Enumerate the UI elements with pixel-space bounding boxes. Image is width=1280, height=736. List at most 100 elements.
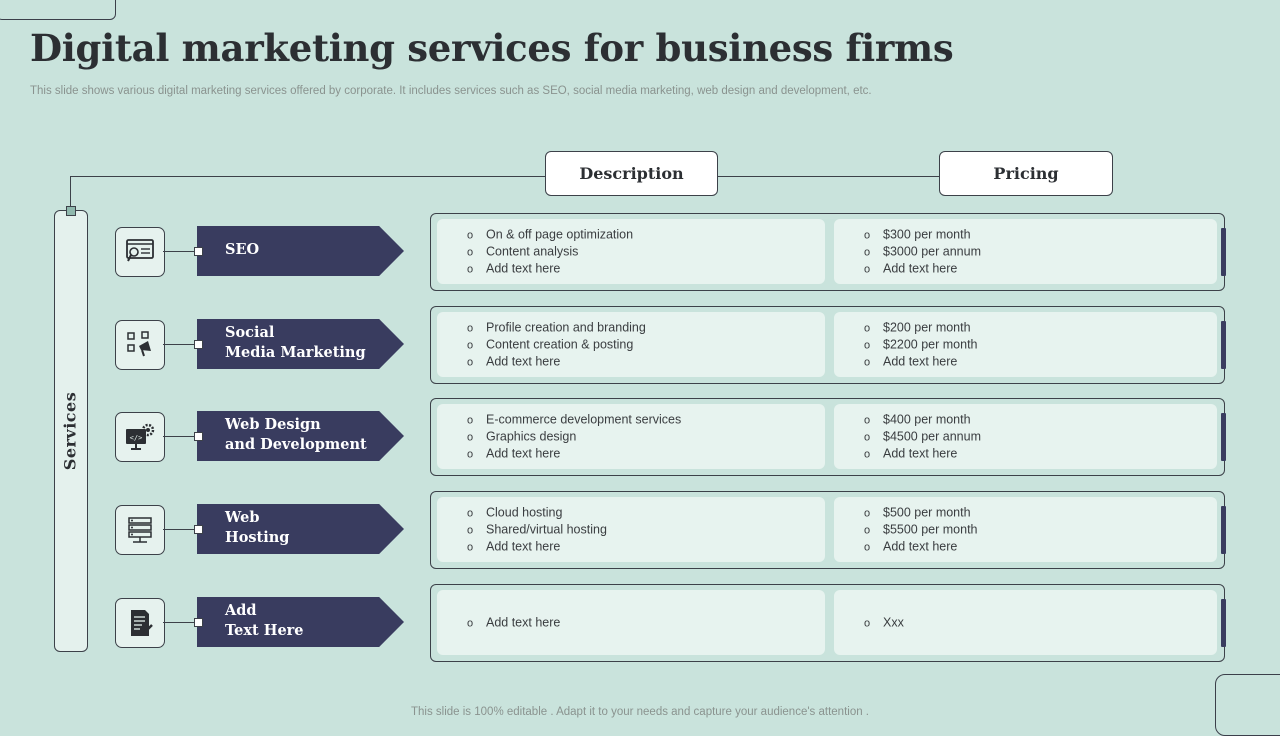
service-arrow-tag: [197, 319, 404, 369]
bullet-text: Cloud hosting: [486, 505, 563, 519]
corner-decoration: [1215, 674, 1280, 736]
bullet-text: Xxx: [883, 615, 904, 629]
row-connector: [163, 529, 199, 530]
bullet-item: o Graphics design: [467, 428, 681, 445]
bullet-marker: o: [864, 414, 871, 426]
header-connector-drop: [70, 176, 71, 208]
bullet-item: o $2200 per month: [864, 336, 978, 353]
bullet-item: o $4500 per annum: [864, 428, 981, 445]
bullet-text: $500 per month: [883, 505, 971, 519]
connector-node: [194, 247, 203, 256]
document-edit-icon: [115, 598, 165, 648]
bullet-marker: o: [467, 322, 474, 334]
bullet-item: o$500 per month: [864, 504, 978, 521]
bullet-text: $300 per month: [883, 227, 971, 241]
bullet-text: Add text here: [883, 354, 958, 368]
bullet-text: $5500 per month: [883, 522, 978, 536]
footer-note: This slide is 100% editable . Adapt it t…: [410, 706, 869, 718]
bullet-text: Add text here: [883, 261, 958, 275]
bullet-item: o$200 per month: [864, 319, 978, 336]
bullet-marker: o: [467, 507, 474, 519]
connector-dot: [66, 206, 76, 216]
bullet-text: Add text here: [486, 354, 561, 368]
service-label: Add Text Here: [225, 602, 304, 639]
bullet-marker: o: [864, 246, 871, 258]
bullet-marker: o: [467, 524, 474, 536]
bullet-marker: o: [864, 229, 871, 241]
bullet-item: o Xxx: [864, 614, 904, 631]
bullet-marker: o: [864, 524, 871, 536]
bullet-text: Add text here: [486, 261, 561, 275]
bullet-marker: o: [864, 356, 871, 368]
bullet-text: Add text here: [486, 615, 561, 629]
web-development-monitor-gear-icon: </>: [115, 412, 165, 462]
service-label: Web Hosting: [225, 509, 290, 546]
connector-node: [194, 618, 203, 627]
pricing-header: Pricing: [939, 151, 1113, 196]
bullet-marker: o: [864, 431, 871, 443]
row-connector: [163, 622, 199, 623]
bullet-marker: o: [467, 431, 474, 443]
seo-monitor-search-icon: [115, 227, 165, 277]
services-label: Services: [60, 391, 80, 471]
page-title: Digital marketing services for business …: [30, 26, 954, 70]
bullet-item: o Cloud hosting: [467, 504, 607, 521]
bullet-marker: o: [864, 448, 871, 460]
panel-accent: [1221, 599, 1226, 647]
bullet-marker: o: [467, 339, 474, 351]
header-connector-line: [70, 176, 940, 177]
bullet-marker: o: [864, 617, 871, 629]
bullet-text: $4500 per annum: [883, 429, 981, 443]
bullet-marker: o: [864, 339, 871, 351]
server-hosting-icon: [115, 505, 165, 555]
bullet-item: o$400 per month: [864, 411, 981, 428]
svg-text:</>: </>: [130, 434, 143, 442]
pricing-cell: o Xxx: [834, 590, 1217, 655]
bullet-text: Profile creation and branding: [486, 320, 646, 334]
description-header: Description: [545, 151, 718, 196]
bullet-marker: o: [467, 229, 474, 241]
bullet-item: o Add text here: [864, 353, 978, 370]
bullet-list: o Xxx: [864, 614, 904, 631]
bullet-item: o $5500 per month: [864, 521, 978, 538]
service-label: SEO: [225, 241, 260, 258]
bullet-text: Add text here: [486, 446, 561, 460]
bullet-text: $2200 per month: [883, 337, 978, 351]
bullet-text: Graphics design: [486, 429, 577, 443]
services-bar: [54, 210, 88, 652]
row-connector: [163, 344, 199, 345]
connector-node: [194, 525, 203, 534]
corner-decoration: [0, 0, 116, 20]
bullet-marker: o: [467, 246, 474, 258]
bullet-item: o Content analysis: [467, 243, 633, 260]
bullet-text: E-commerce development services: [486, 412, 682, 426]
bullet-text: Content analysis: [486, 244, 579, 258]
